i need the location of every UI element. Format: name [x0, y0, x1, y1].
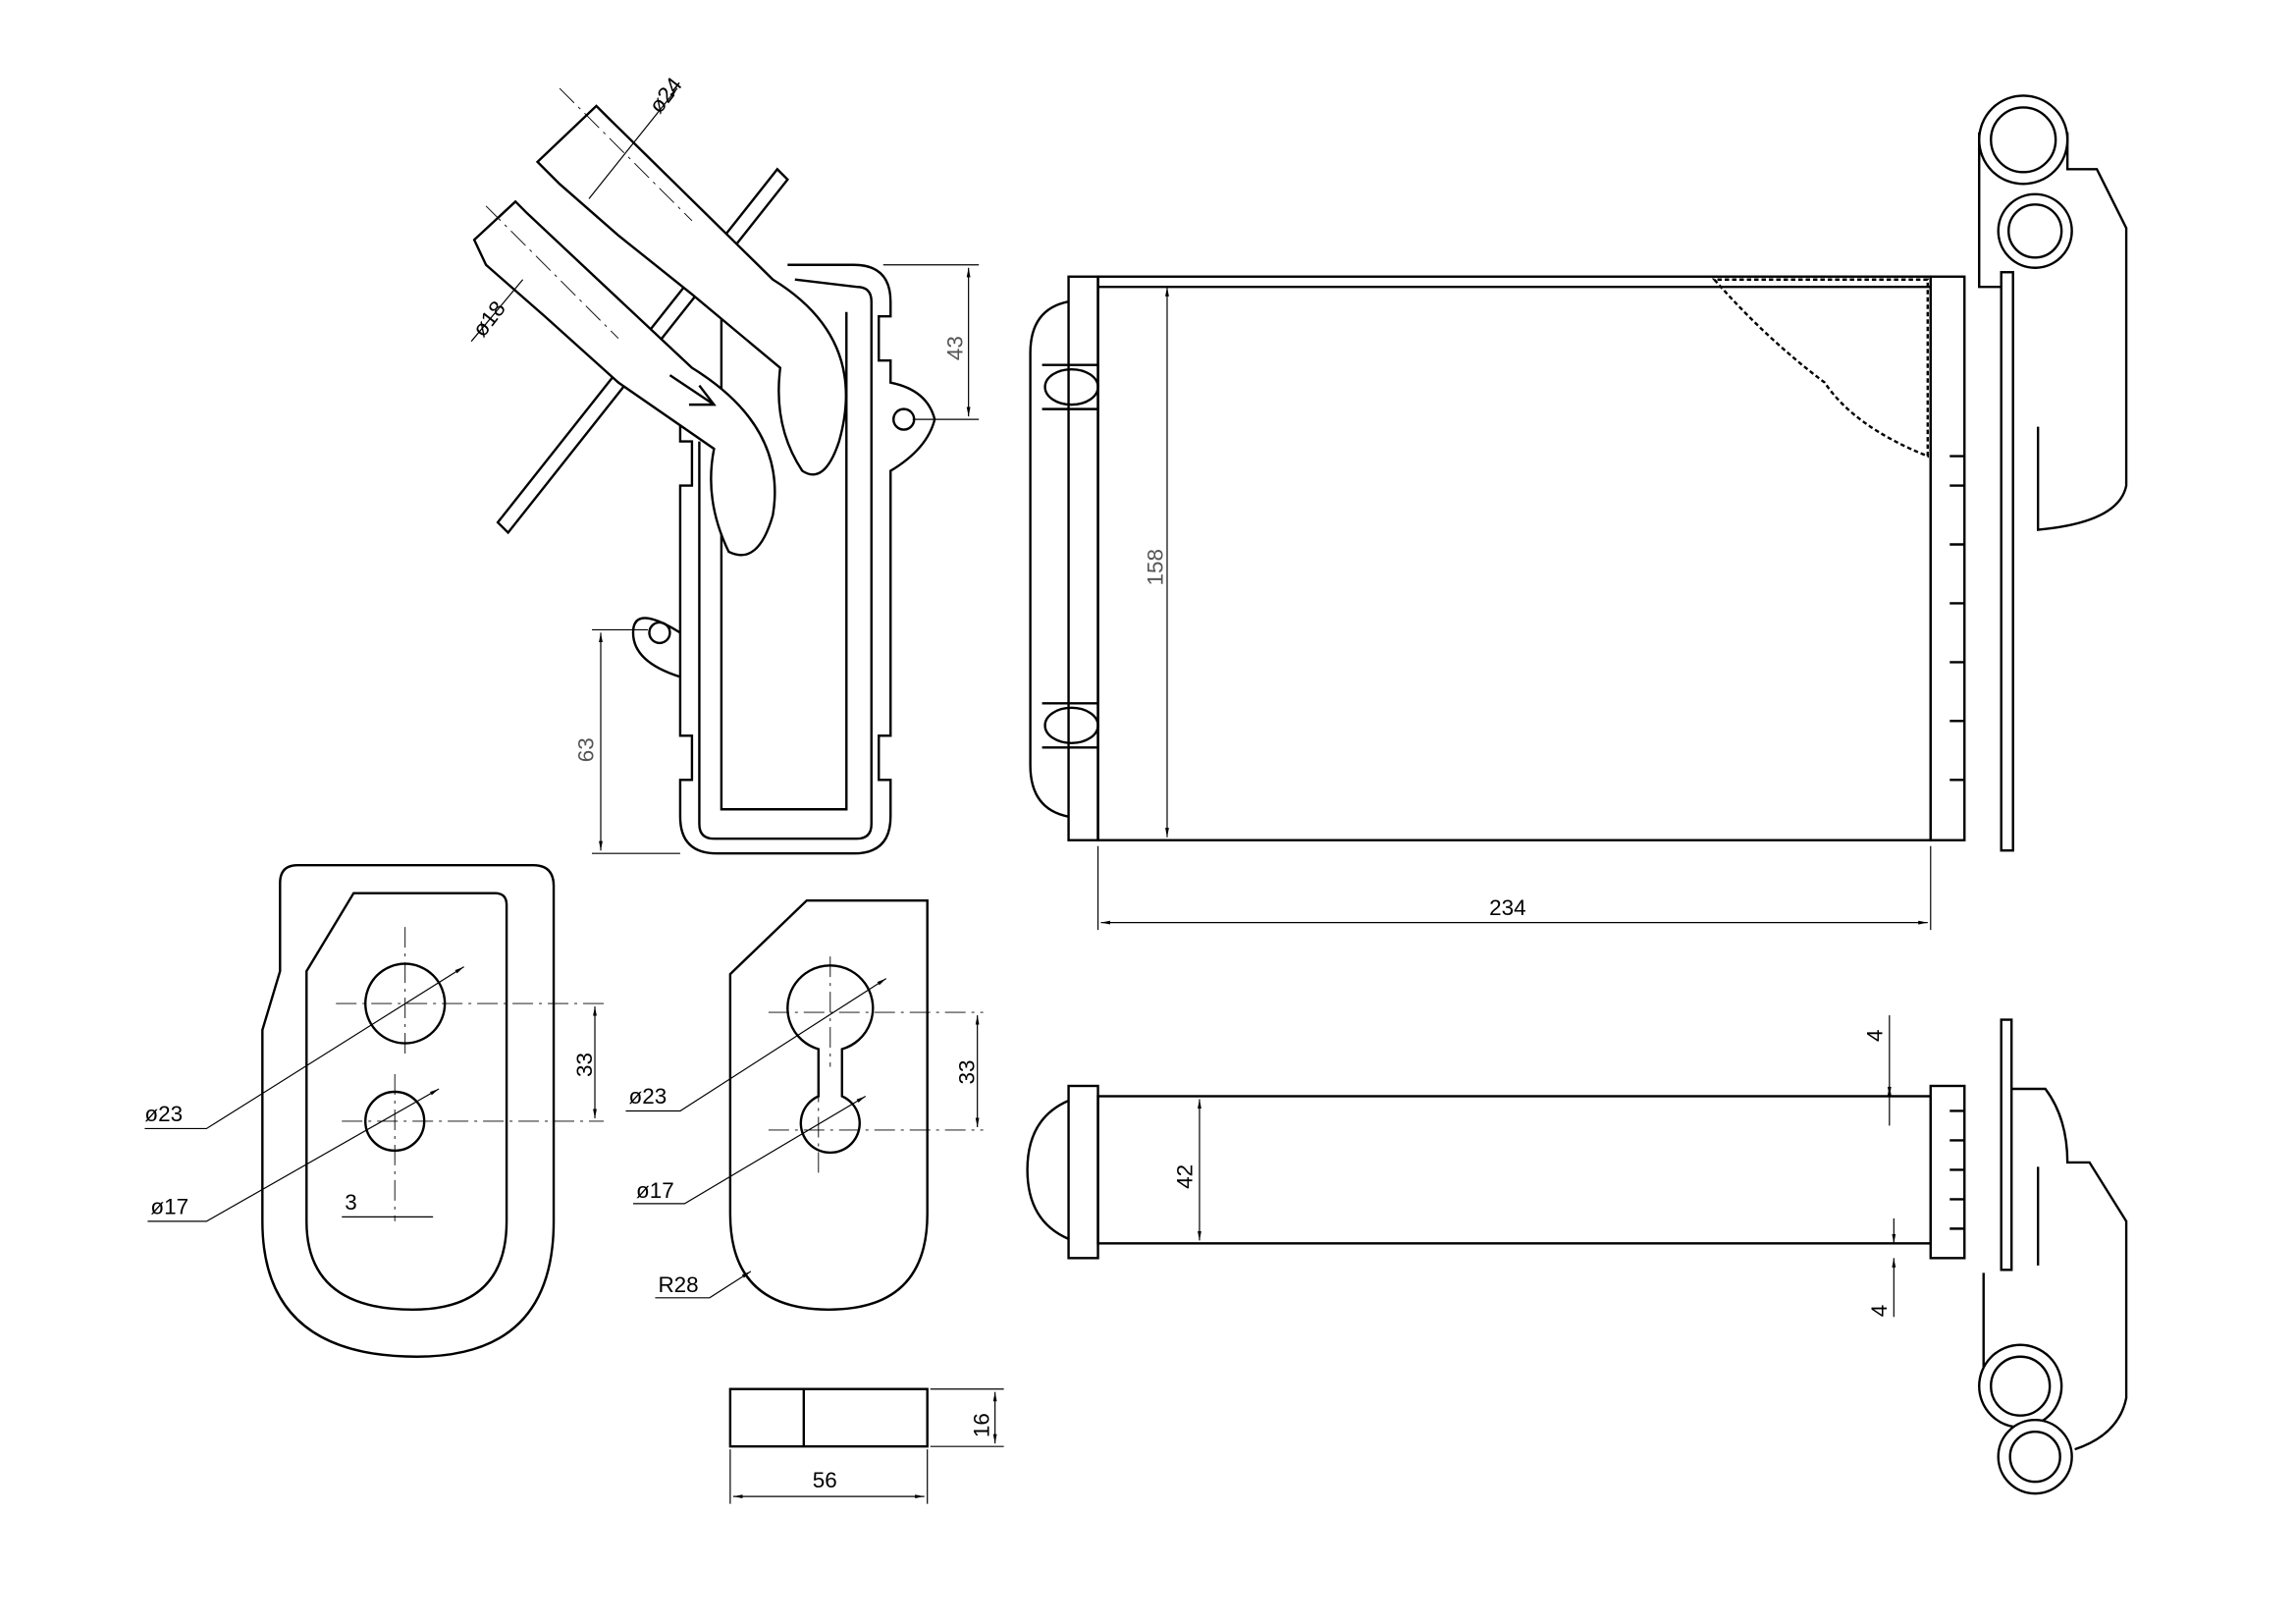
- dim-plate2-spacing: 33: [955, 1059, 980, 1084]
- mount-hole: [648, 621, 671, 645]
- dim-block-height: 16: [970, 1413, 994, 1437]
- dim-core-width: 234: [1489, 895, 1526, 920]
- gasket-plate-1: 33 ø23 ø17 3: [144, 864, 605, 1358]
- core-front-view: 158 234: [1029, 94, 2128, 931]
- block-part: 16 56: [728, 1387, 1004, 1504]
- dim-block-width: 56: [813, 1468, 837, 1492]
- outlet-pipe: [1978, 94, 2069, 186]
- dim-core-height: 158: [1143, 549, 1167, 586]
- dim-fin-gap-top: 4: [1862, 1030, 1887, 1043]
- fin-cutaway: [1711, 278, 1929, 459]
- dim-plate1-hole-small: ø17: [150, 1194, 188, 1218]
- dim-tank-top-offset: 43: [943, 336, 968, 360]
- dim-core-depth: 42: [1172, 1164, 1197, 1189]
- core-top-view: 42 4 4: [1026, 1015, 2128, 1495]
- tank-side-view: ø24 ø18 43 63: [467, 73, 980, 855]
- dim-plate1-spacing: 33: [572, 1053, 597, 1077]
- dim-pipe-small-dia: ø18: [467, 297, 510, 342]
- pipe-large: [535, 104, 847, 476]
- dim-tank-bottom-offset: 63: [574, 737, 599, 762]
- flow-arrow-icon: [668, 374, 717, 406]
- dim-plate2-radius: R28: [658, 1272, 698, 1297]
- dim-pipe-large-dia: ø24: [644, 73, 687, 118]
- dim-plate2-hole-small: ø17: [636, 1178, 674, 1203]
- dim-fin-gap-bottom: 4: [1867, 1305, 1892, 1318]
- pipe-small: [472, 199, 776, 557]
- gasket-plate-2: 33 ø23 ø17 R28: [625, 898, 984, 1311]
- dim-plate2-hole-large: ø23: [628, 1084, 667, 1109]
- mount-hole: [892, 407, 916, 431]
- dim-plate1-offset: 3: [345, 1190, 357, 1215]
- dim-plate1-hole-large: ø23: [144, 1102, 183, 1126]
- side-plate: [2000, 271, 2014, 852]
